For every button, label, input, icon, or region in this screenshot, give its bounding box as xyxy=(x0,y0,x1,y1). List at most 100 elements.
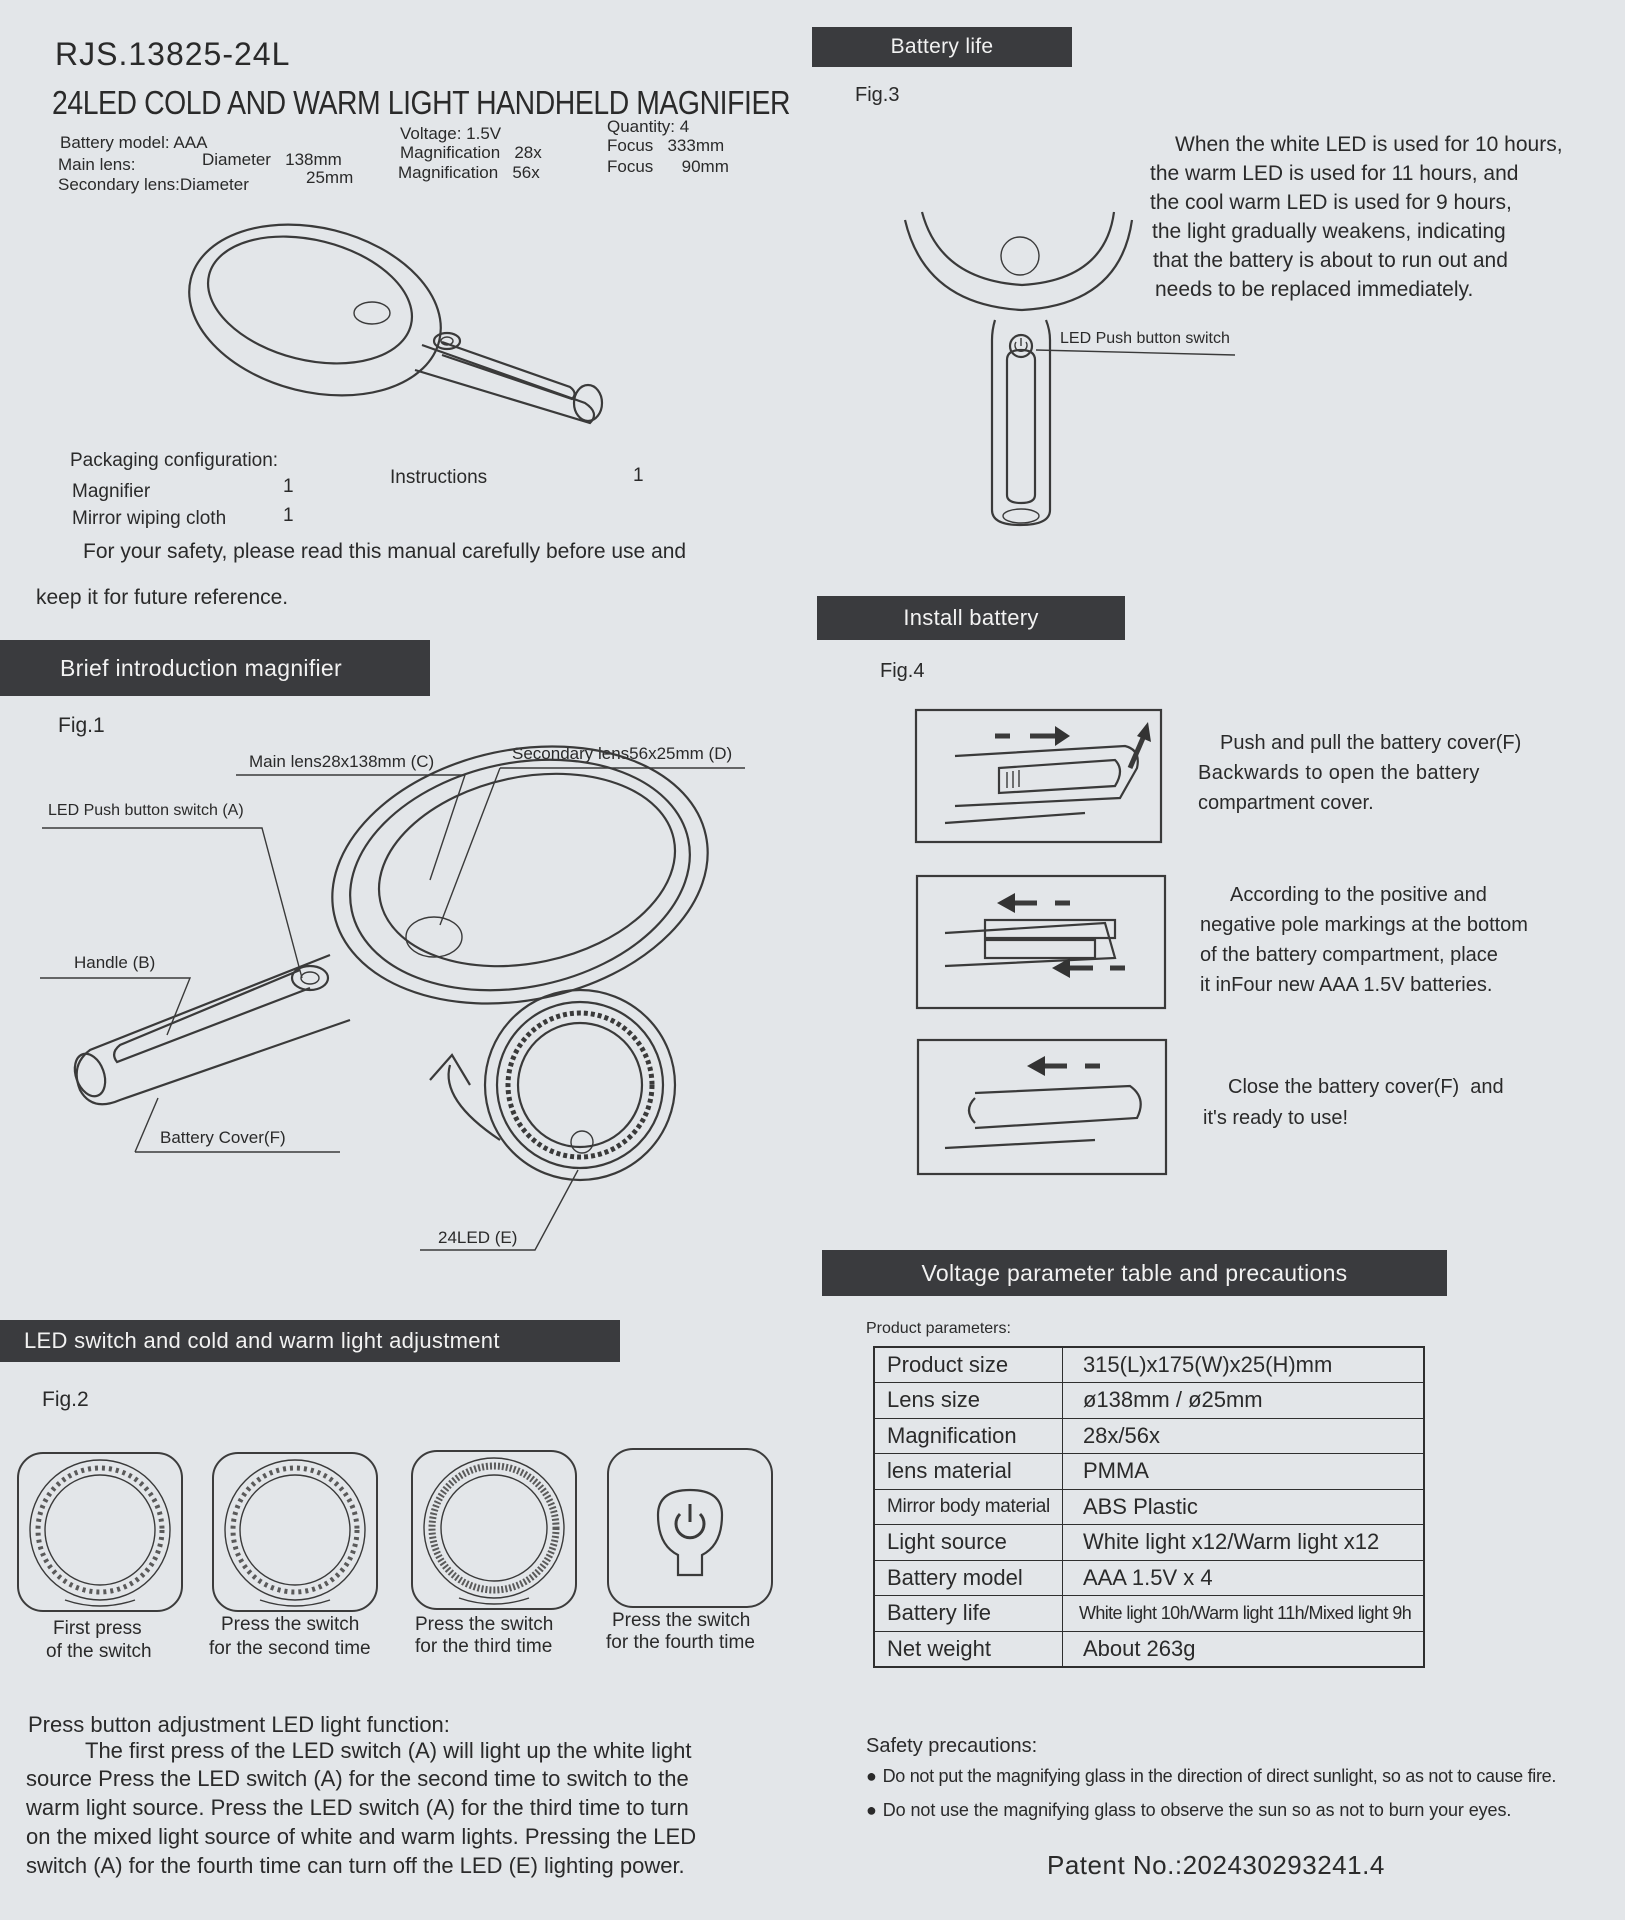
param-value: AAA 1.5V x 4 xyxy=(1061,1559,1425,1596)
param-key: Product size xyxy=(873,1346,1063,1383)
safety-title: Safety precautions: xyxy=(866,1735,1038,1757)
install-battery-heading: Install battery xyxy=(817,596,1125,640)
label-handle: Handle (B) xyxy=(74,953,156,972)
main-lens-focus: Focus 333mm xyxy=(607,136,725,155)
main-lens-label: Main lens: xyxy=(58,155,136,174)
param-key: Battery life xyxy=(873,1595,1063,1632)
battery-steps-fig4 xyxy=(914,708,1168,1176)
install-step1-line: Backwards to open the battery xyxy=(1198,762,1480,784)
step1-line2: of the switch xyxy=(46,1641,152,1662)
function-line: switch (A) for the fourth time can turn … xyxy=(26,1853,685,1878)
led-rings-fig2 xyxy=(29,1457,724,1607)
param-value: White light x12/Warm light x12 xyxy=(1061,1524,1425,1561)
secondary-lens-diameter: 25mm xyxy=(306,168,354,187)
battery-life-text: the cool warm LED is used for 9 hours, xyxy=(1150,191,1512,214)
install-step1-line: compartment cover. xyxy=(1198,792,1374,814)
battery-life-text: that the battery is about to run out and xyxy=(1153,249,1508,272)
label-main-lens: Main lens28x138mm (C) xyxy=(249,752,435,771)
packaging-title: Packaging configuration: xyxy=(70,450,279,471)
led-ring-white-tile xyxy=(17,1452,183,1612)
param-value: ABS Plastic xyxy=(1061,1488,1425,1525)
packaging-item-name: Mirror wiping cloth xyxy=(72,508,227,529)
function-title: Press button adjustment LED light functi… xyxy=(28,1712,450,1737)
safety-intro-line2: keep it for future reference. xyxy=(36,586,289,609)
magnifier-diagram-fig1 xyxy=(40,745,745,1251)
fig3-switch-label: LED Push button switch xyxy=(1060,330,1230,347)
step2-line2: for the second time xyxy=(209,1638,371,1659)
safety-item: Do not put the magnifying glass in the d… xyxy=(866,1766,1557,1787)
function-line: warm light source. Press the LED switch … xyxy=(26,1795,689,1820)
led-switch-heading: LED switch and cold and warm light adjus… xyxy=(0,1320,620,1362)
voltage-table-heading: Voltage parameter table and precautions xyxy=(822,1250,1447,1296)
install-step3-line: Close the battery cover(F) and xyxy=(1228,1076,1504,1098)
install-step3-line: it's ready to use! xyxy=(1203,1107,1348,1129)
secondary-lens-magnification: Magnification 56x xyxy=(398,163,540,182)
function-line: on the mixed light source of white and w… xyxy=(26,1824,697,1849)
label-secondary-lens: Secondary lens56x25mm (D) xyxy=(512,744,733,763)
packaging-item-name: Magnifier xyxy=(72,481,151,502)
document-title: 24LED COLD AND WARM LIGHT HANDHELD MAGNI… xyxy=(52,84,791,121)
magnifier-diagram-fig3 xyxy=(903,211,1236,527)
param-value: White light 10h/Warm light 11h/Mixed lig… xyxy=(1061,1595,1425,1632)
param-key: Mirror body material xyxy=(873,1488,1063,1525)
battery-life-text: the light gradually weakens, indicating xyxy=(1152,220,1506,243)
main-lens-magnification: Magnification 28x xyxy=(400,143,542,162)
secondary-lens-focus: Focus 90mm xyxy=(607,157,729,176)
main-lens-diameter: Diameter 138mm xyxy=(202,150,342,169)
product-params-label: Product parameters: xyxy=(866,1320,1011,1337)
param-value: ø138mm / ø25mm xyxy=(1061,1382,1425,1419)
fig1-label: Fig.1 xyxy=(58,714,105,737)
battery-life-text: the warm LED is used for 11 hours, and xyxy=(1150,162,1519,185)
param-value: PMMA xyxy=(1061,1453,1425,1490)
fig4-label: Fig.4 xyxy=(880,660,925,682)
led-ring-mixed-tile xyxy=(411,1450,577,1610)
param-key: Magnification xyxy=(873,1417,1063,1454)
power-icon xyxy=(1008,333,1034,359)
packaging-item-qty: 1 xyxy=(283,505,294,526)
function-line: source Press the LED switch (A) for the … xyxy=(26,1766,689,1791)
led-off-tile xyxy=(607,1448,773,1608)
install-step2-line: negative pole markings at the bottom xyxy=(1200,914,1528,936)
step1-line1: First press xyxy=(53,1618,142,1639)
label-24led: 24LED (E) xyxy=(438,1228,518,1247)
power-icon xyxy=(656,1488,724,1577)
param-value: 28x/56x xyxy=(1061,1417,1425,1454)
voltage: Voltage: 1.5V xyxy=(400,124,502,143)
install-step2-line: According to the positive and xyxy=(1230,884,1487,906)
param-value: 315(L)x175(W)x25(H)mm xyxy=(1061,1346,1425,1383)
safety-intro-line1: For your safety, please read this manual… xyxy=(83,540,687,563)
label-battery-cover: Battery Cover(F) xyxy=(160,1128,286,1147)
fig2-label: Fig.2 xyxy=(42,1388,89,1411)
battery-life-text: needs to be replaced immediately. xyxy=(1155,278,1474,301)
arrow-left-icon xyxy=(1052,958,1125,978)
brief-intro-heading: Brief introduction magnifier xyxy=(0,640,430,696)
install-step2-line: it inFour new AAA 1.5V batteries. xyxy=(1200,974,1493,996)
battery-life-heading: Battery life xyxy=(812,27,1072,67)
model-code: RJS.13825-24L xyxy=(55,36,291,72)
packaging-item-qty: 1 xyxy=(633,465,644,486)
arrow-up-icon xyxy=(1127,722,1151,769)
step3-line2: for the third time xyxy=(415,1636,553,1657)
param-key: Battery model xyxy=(873,1559,1063,1596)
arrow-left-icon xyxy=(997,893,1070,913)
led-ring-warm-tile xyxy=(212,1452,378,1612)
secondary-lens-label: Secondary lens:Diameter xyxy=(58,175,249,194)
param-key: Net weight xyxy=(873,1630,1063,1667)
battery-life-text: When the white LED is used for 10 hours, xyxy=(1175,133,1563,156)
magnifier-illustration-top xyxy=(188,223,604,425)
step4-line1: Press the switch xyxy=(612,1610,751,1631)
label-led-switch: LED Push button switch (A) xyxy=(48,802,244,819)
patent-number: Patent No.:202430293241.4 xyxy=(1047,1850,1385,1880)
packaging-item-name: Instructions xyxy=(390,467,488,488)
fig3-label: Fig.3 xyxy=(855,84,900,106)
quantity: Quantity: 4 xyxy=(607,117,690,136)
step3-line1: Press the switch xyxy=(415,1614,554,1635)
